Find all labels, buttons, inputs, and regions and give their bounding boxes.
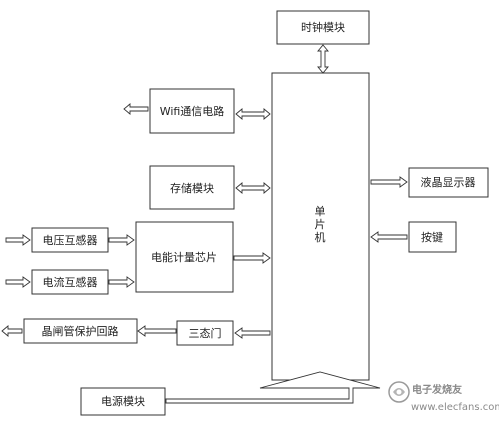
current-energy-arrow [108,276,135,288]
mcu-label-3: 机 [315,230,326,244]
wifi-block: Wifi通信电路 [149,88,235,134]
energy-mcu-arrow [233,252,271,264]
elecfans-logo-icon [388,381,410,403]
voltage-transformer-label: 电压互感器 [43,234,98,247]
storage-label: 存储模块 [170,181,214,195]
mcu-block: 单 片 机 [271,72,370,381]
power-module-block: 电源模块 [80,387,166,416]
energy-chip-label: 电能计量芯片 [151,250,217,264]
key-mcu-arrow [370,231,408,243]
storage-mcu-double-arrow [235,182,271,194]
voltage-input-arrow [5,234,31,246]
current-transformer-block: 电流互感器 [31,269,109,295]
storage-block: 存储模块 [149,165,235,210]
lcd-label: 液晶显示器 [421,175,476,189]
mcu-lcd-arrow [370,176,408,188]
watermark: 电子发烧友 www.elecfans.com [388,381,499,413]
thyristor-out-left-arrow [1,325,23,337]
wifi-mcu-double-arrow [235,108,271,120]
tristate-gate-block: 三态门 [176,320,234,346]
clock-module-label: 时钟模块 [301,20,345,34]
power-module-label: 电源模块 [101,394,145,408]
mcu-label-2: 片 [315,218,326,231]
mcu-label-1: 单 [315,205,326,218]
wifi-out-left-arrow [123,103,149,115]
tristate-thyristor-arrow [137,325,177,337]
wifi-label: Wifi通信电路 [160,105,225,118]
mcu-tristate-arrow [234,327,271,339]
watermark-url: www.elecfans.com [411,402,499,413]
thyristor-protect-block: 晶闸管保护回路 [23,318,138,344]
key-block: 按键 [408,221,457,253]
current-transformer-label: 电流互感器 [43,275,98,289]
clock-module-block: 时钟模块 [276,10,370,45]
power-mcu-arrow [165,371,381,404]
current-input-arrow [5,276,31,288]
lcd-block: 液晶显示器 [408,167,489,198]
voltage-energy-arrow [108,234,135,246]
clock-mcu-double-arrow [317,44,329,74]
watermark-name: 电子发烧友 [412,383,462,396]
voltage-transformer-block: 电压互感器 [31,227,109,253]
thyristor-protect-label: 晶闸管保护回路 [42,324,119,338]
tristate-gate-label: 三态门 [189,326,222,340]
energy-chip-block: 电能计量芯片 [135,221,234,293]
key-label: 按键 [421,230,443,244]
